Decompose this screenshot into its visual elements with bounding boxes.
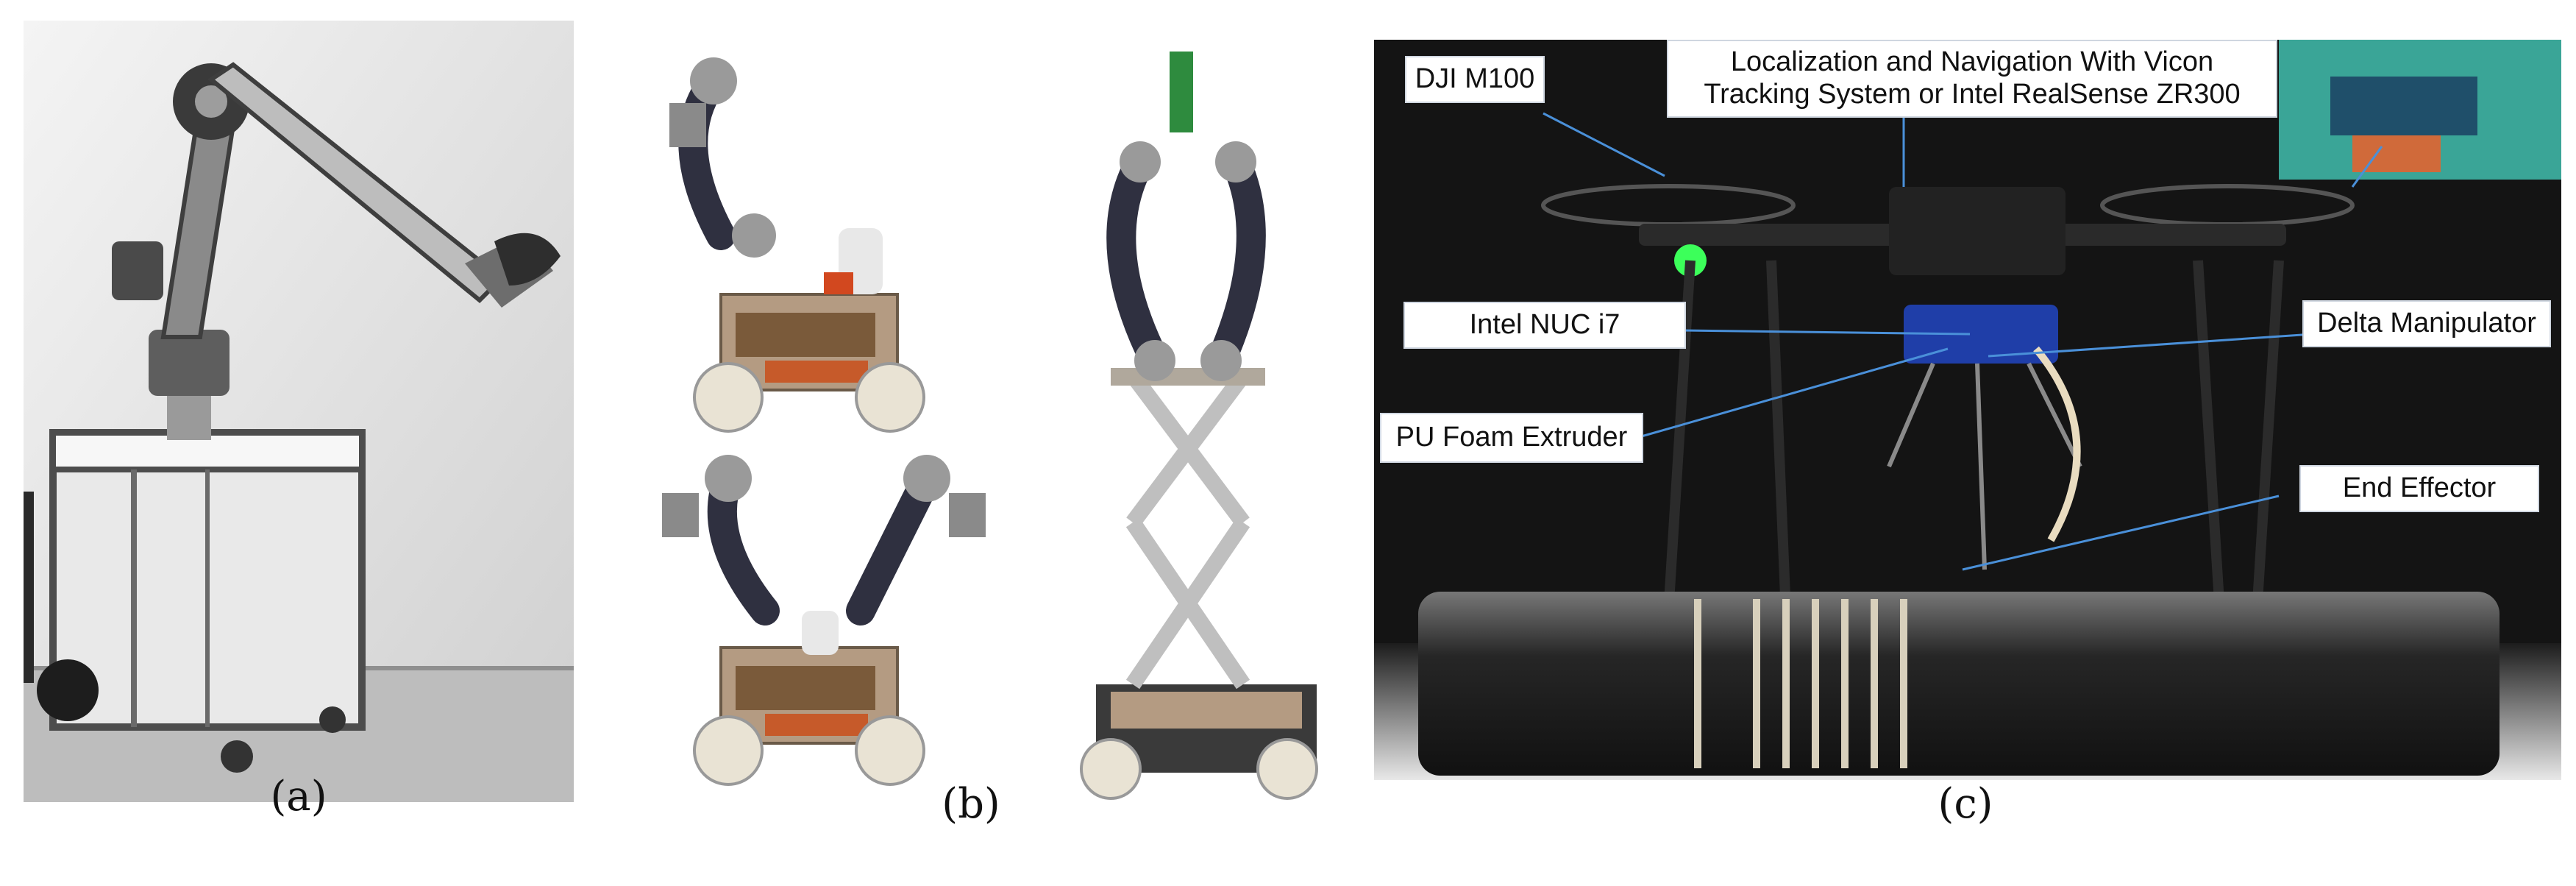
caption-b: (b) <box>942 780 1000 828</box>
mobile-manipulators-illustration <box>625 52 1331 802</box>
pipe <box>1418 592 2499 776</box>
callout-dji-m100: DJI M100 <box>1405 56 1545 103</box>
panel-c-photo: DJI M100 Localization and Navigation Wit… <box>1374 40 2561 780</box>
caption-c: (c) <box>1938 780 1993 828</box>
scissor-lift-robot <box>1080 52 1318 800</box>
panel-a-photo <box>24 21 574 802</box>
robot-arm-illustration <box>24 21 574 802</box>
callout-localization: Localization and Navigation With Vicon T… <box>1667 40 2277 118</box>
callout-delta-manipulator: Delta Manipulator <box>2302 300 2551 347</box>
drone-body <box>1541 184 2355 614</box>
single-arm-robot <box>669 57 925 433</box>
drone-scene-illustration <box>1374 40 2561 780</box>
callout-intel-nuc: Intel NUC i7 <box>1403 302 1686 349</box>
callout-localization-line2: Tracking System or Intel RealSense ZR300 <box>1704 79 2241 110</box>
callout-pu-foam-extruder: PU Foam Extruder <box>1380 413 1643 463</box>
panel-b-photo <box>625 52 1331 802</box>
cart-stand <box>37 429 366 773</box>
arm-links <box>112 62 561 440</box>
callout-end-effector: End Effector <box>2299 465 2539 512</box>
dual-arm-robot <box>662 455 986 786</box>
callout-localization-line1: Localization and Navigation With Vicon <box>1730 46 2214 78</box>
caption-a: (a) <box>270 773 327 821</box>
